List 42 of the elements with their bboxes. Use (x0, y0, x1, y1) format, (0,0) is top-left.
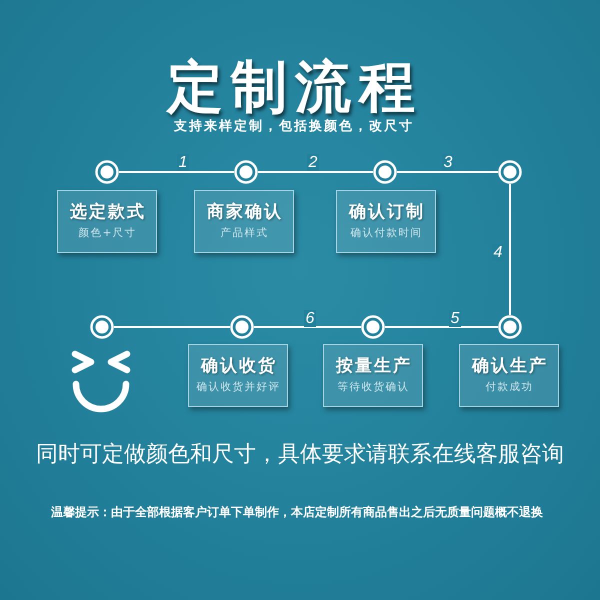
ring-dot-icon (90, 315, 114, 339)
connector-line (119, 171, 234, 173)
step-description: 确认付款时间 (350, 227, 422, 240)
step-title: 按量生产 (334, 356, 412, 376)
ring-dot-icon (234, 160, 258, 184)
step-number: 5 (448, 310, 462, 326)
connector-line (258, 171, 373, 173)
connector-line (254, 326, 361, 328)
step-title: 确认订制 (348, 202, 425, 222)
step-description: 产品样式 (220, 227, 268, 240)
ring-dot-icon (373, 160, 397, 184)
step-title: 确认收货 (200, 356, 277, 376)
step-number: 3 (442, 154, 454, 170)
step-box (188, 344, 288, 407)
connector-line (509, 184, 511, 315)
ring-dot-icon (230, 315, 254, 339)
step-title: 选定款式 (69, 202, 146, 222)
ring-dot-icon (95, 160, 119, 184)
step-number: 1 (176, 154, 190, 170)
connector-line (385, 326, 498, 328)
step-description: 付款成功 (484, 381, 534, 394)
connector-line (114, 326, 230, 328)
step-title: 商家确认 (206, 202, 283, 222)
step-title: 确认生产 (470, 356, 548, 376)
footnote: 温馨提示：由于全部根据客户订单下单制作，本店定制所有商品售出之后无质量问题概不退换 (51, 504, 543, 520)
title: 定制流程 (165, 58, 423, 118)
ring-dot-icon (361, 315, 385, 339)
step-number: 6 (304, 310, 316, 326)
step-description: 确认收货并好评 (196, 381, 280, 394)
step-box (336, 190, 436, 253)
step-box (194, 190, 294, 253)
ring-dot-icon (498, 160, 522, 184)
step-description: 颜色+尺寸 (78, 227, 136, 240)
step-box (323, 344, 423, 407)
step-number: 2 (306, 154, 320, 170)
ring-dot-icon (498, 315, 522, 339)
subtitle: 支持来样定制，包括换颜色，改尺寸 (173, 119, 414, 135)
step-description: 等待收货确认 (336, 381, 410, 394)
notice-text: 同时可定做颜色和尺寸，具体要求请联系在线客服咨询 (36, 442, 564, 468)
step-box (459, 344, 559, 407)
connector-line (397, 171, 498, 173)
step-box (57, 190, 157, 253)
